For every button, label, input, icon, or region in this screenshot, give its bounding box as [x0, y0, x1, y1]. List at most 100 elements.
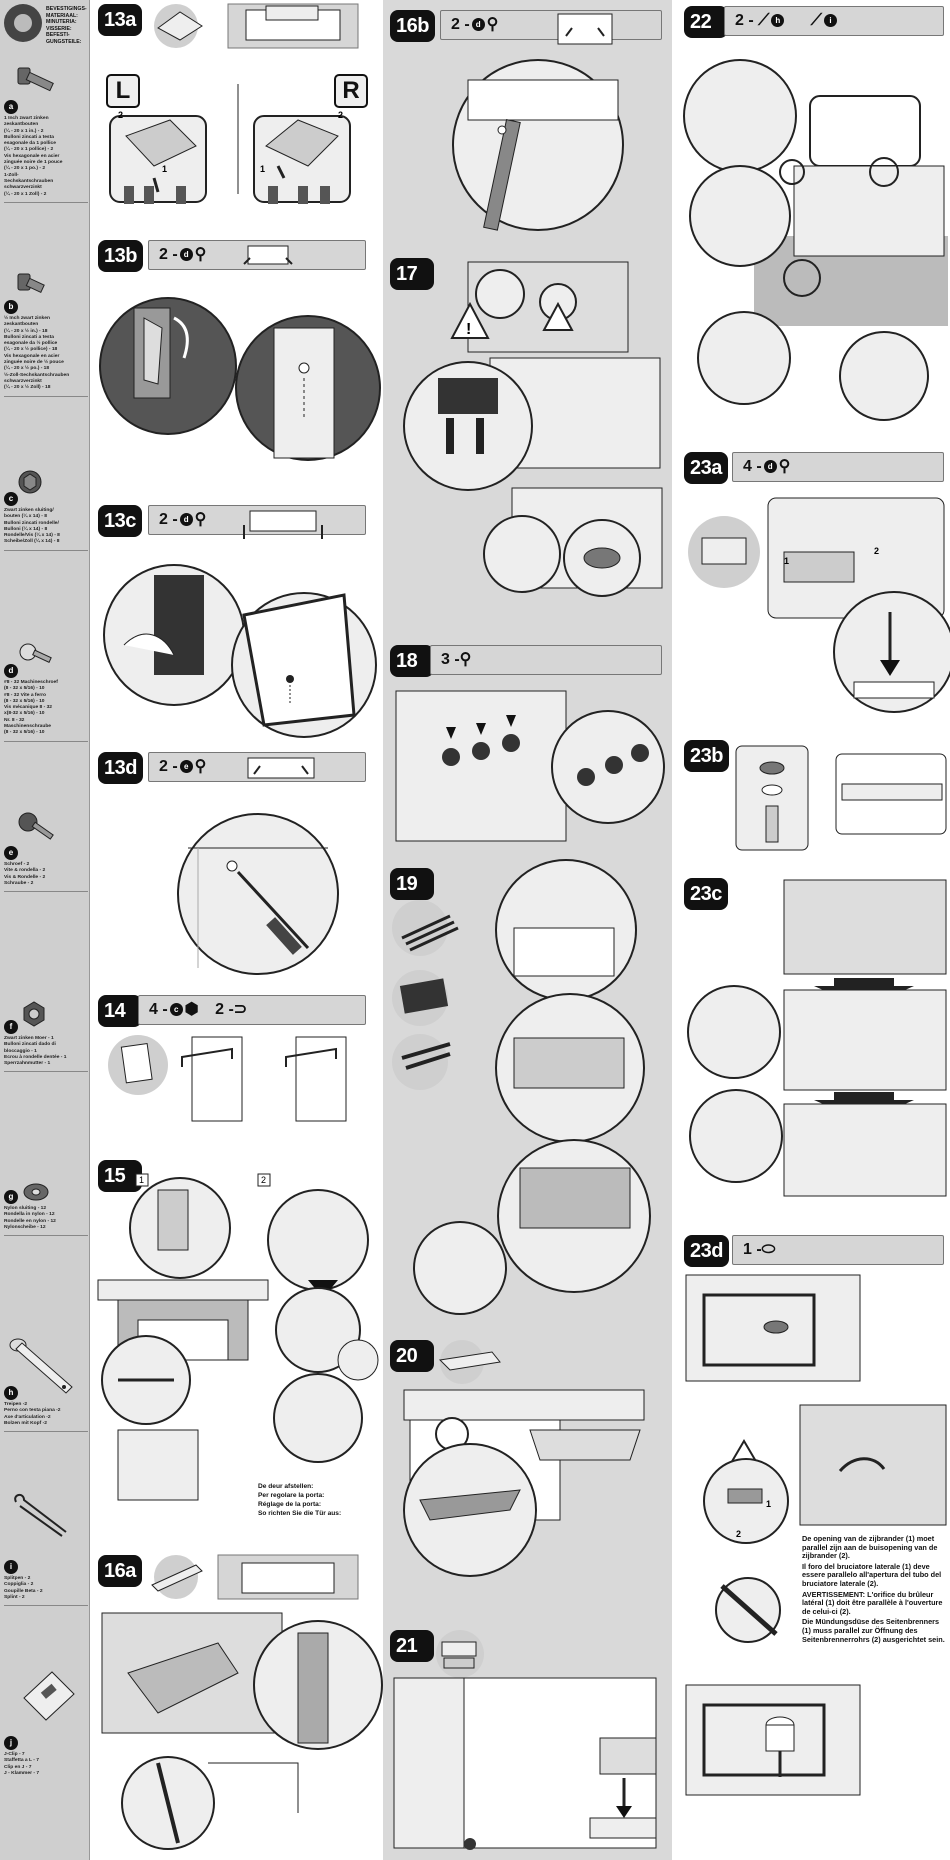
hinge-screw-illustration — [99, 297, 381, 461]
firebox-top-view-icon — [227, 3, 359, 49]
step-label: 23a — [684, 452, 728, 484]
lid-install-illustration — [683, 59, 948, 421]
side-table-icon — [247, 757, 315, 779]
step-23a: 23a 4 -d⚲ 1 2 — [684, 452, 950, 722]
screw-icon: ⚲ — [194, 758, 207, 775]
right-side-label: R — [334, 74, 368, 108]
step-13d: 13d 2 -e⚲ — [98, 752, 368, 977]
step-23c: 23c — [684, 878, 948, 1200]
j-clip-icon — [23, 1671, 75, 1721]
step-label: 13d — [98, 752, 143, 784]
hinge-pin-icon — [9, 1338, 73, 1394]
step-label: 14 — [98, 995, 142, 1027]
step-label: 15 — [98, 1160, 142, 1192]
hinge-pin-icon: ⟋ — [758, 12, 770, 29]
step-13c: 13c 2 -d⚲ — [98, 505, 377, 745]
hardware-item-e: e Schroef - 2 Vite & rondella - 2 Vis & … — [4, 846, 88, 893]
svg-text:1: 1 — [139, 1175, 144, 1185]
hardware-item-g: g Nylon sluiting - 12 Rondella in nylon … — [4, 1190, 88, 1237]
firebox-arrows-icon — [243, 245, 293, 265]
step-label: 13c — [98, 505, 142, 537]
washer-bolt-icon: ⬢ — [184, 1001, 199, 1018]
warning-icon: ! — [466, 321, 471, 338]
left-side-label: L — [106, 74, 140, 108]
handle-icon: ⊃ — [233, 1001, 248, 1018]
door-alignment-illustration: 1 2 — [97, 1173, 379, 1501]
control-knob-icon: ⚲ — [459, 651, 472, 668]
hardware-item-i: i Splitpen - 2 Coppiglia - 2 Goupille Be… — [4, 1560, 88, 1607]
deflector-screw-closeup — [452, 59, 624, 231]
right-door-handle-illustration — [285, 1036, 347, 1122]
parts-callout: 3 -⚲ — [430, 645, 662, 675]
nylon-washer-icon — [23, 1183, 49, 1201]
svg-text:1: 1 — [766, 1499, 771, 1509]
parts-callout: 4 -c⬢ 2 -⊃ — [138, 995, 366, 1025]
step-label: 16a — [98, 1555, 142, 1587]
valve-cap-illustration — [735, 745, 947, 851]
step-13b: 13b 2 -d⚲ — [98, 240, 381, 475]
screw-icon: ⚲ — [778, 458, 791, 475]
warning-notes: De opening van de zijbrander (1) moet pa… — [802, 1534, 945, 1644]
step-16a: 16a — [98, 1554, 383, 1855]
step-label: 22 — [684, 6, 728, 38]
step-17: 17 ! — [390, 258, 665, 623]
step-label: 13b — [98, 240, 143, 272]
hardware-item-a: a 1 Inch zwart zinken zeskantbouten (¼ -… — [4, 100, 88, 203]
step-23d: 23d 1 -⬭ ! 1 2 De opening van de zijbran… — [684, 1235, 948, 1857]
short-bolt-icon — [17, 273, 45, 294]
parts-callout: 2 -d⚲ — [440, 10, 662, 40]
hardware-item-d: d #8 - 32 Machineschroef (8 - 32 x 5/16)… — [4, 664, 88, 742]
deflector-install-illustration — [101, 1612, 383, 1850]
step-22: 22 2 - ⟋h ⟋i — [683, 6, 948, 436]
grease-tray-install-illustration — [403, 1389, 645, 1577]
step-15: 15 1 2 De deur afstellen: Per regolare l… — [97, 1160, 379, 1530]
svg-text:1: 1 — [260, 164, 265, 174]
parts-callout: 1 -⬭ — [732, 1235, 944, 1265]
step-label: 23b — [684, 740, 729, 772]
igniter-install-illustration: ! — [403, 261, 663, 597]
heat-deflector-icon — [151, 1555, 203, 1599]
step-label: 17 — [390, 258, 434, 290]
hardware-item-j: j J-Clip - 7 Staffetta a L - 7 Clip en J… — [4, 1736, 40, 1776]
cotter-pin-icon: ⟋ — [810, 12, 822, 29]
right-clip-detail-illustration: 2 1 — [253, 110, 351, 204]
hardware-item-b: b ½ Inch zwart zinken zeskantbouten (¼ -… — [4, 300, 88, 397]
svg-text:1: 1 — [162, 164, 167, 174]
hardware-item-h: h Treipen -2 Perno con testa piana -2 Ax… — [4, 1386, 88, 1433]
parts-callout: 2 - ⟋h ⟋i — [724, 6, 944, 36]
screw-icon — [18, 812, 54, 840]
side-screw-illustration — [103, 564, 377, 738]
parts-callout: 4 -d⚲ — [732, 452, 944, 482]
hardware-disc-icon — [4, 4, 42, 42]
catch-pan-install-illustration — [393, 1677, 657, 1850]
side-burner-install-illustration: 1 2 — [688, 497, 950, 713]
washer-bolt-icon — [18, 470, 42, 494]
step-13a: 13a L R 2 1 2 1 — [98, 3, 368, 214]
screw-icon: ⚲ — [194, 246, 207, 263]
firebox-arrows-icon — [243, 510, 323, 539]
left-clip-detail-illustration: 2 1 — [109, 110, 207, 204]
svg-text:2: 2 — [261, 1175, 266, 1185]
step-label: 19 — [390, 868, 434, 900]
svg-text:2: 2 — [118, 110, 123, 120]
firebox-top-view-icon — [217, 1554, 359, 1600]
grates-install-illustration — [392, 859, 651, 1315]
step-14: 14 4 -c⬢ 2 -⊃ — [98, 995, 368, 1125]
burner-valve-alignment-illustration — [687, 879, 947, 1197]
step-label: 23c — [684, 878, 728, 910]
door-adjust-notes: De deur afstellen: Per regolare la porta… — [258, 1483, 342, 1517]
incorrect-alignment-illustration — [715, 1577, 781, 1643]
burner-cap-install-illustration — [685, 1684, 861, 1796]
step-label: 16b — [390, 10, 435, 42]
hardware-item-f: f Zwart zinken Moer - 1 Bulloni zincati … — [4, 1020, 88, 1073]
hex-bolt-icon — [17, 67, 54, 92]
left-door-handle-illustration — [181, 1036, 243, 1122]
step-19: 19 — [390, 859, 665, 1333]
svg-text:2: 2 — [874, 546, 879, 556]
svg-text:2: 2 — [338, 110, 343, 120]
keps-nut-icon — [23, 1001, 45, 1027]
divider — [237, 84, 239, 194]
step-23b: 23b — [684, 740, 948, 860]
step-label: 20 — [390, 1340, 434, 1372]
cotter-pin-icon — [14, 1494, 67, 1537]
